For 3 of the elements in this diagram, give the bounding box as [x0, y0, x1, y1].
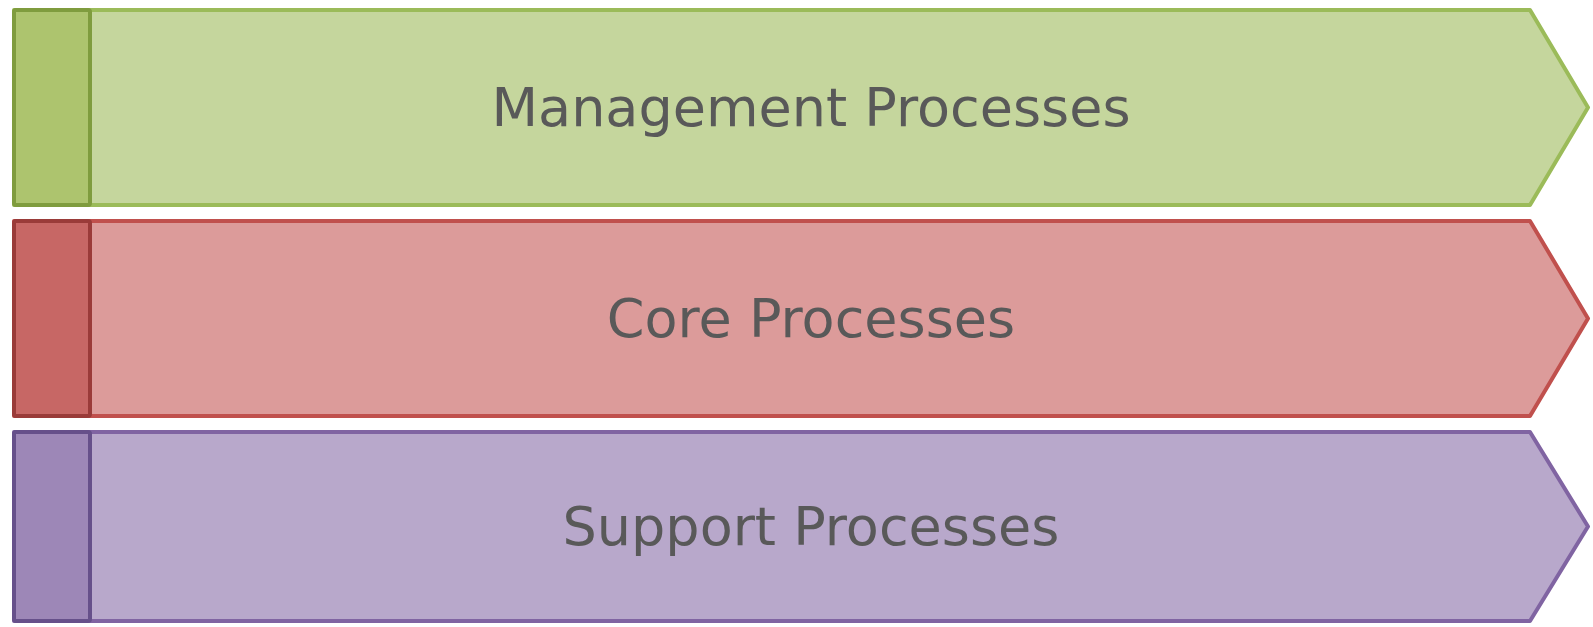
band-label: Core Processes — [606, 287, 1016, 350]
band-label: Management Processes — [491, 76, 1131, 139]
band-label: Support Processes — [562, 495, 1060, 558]
